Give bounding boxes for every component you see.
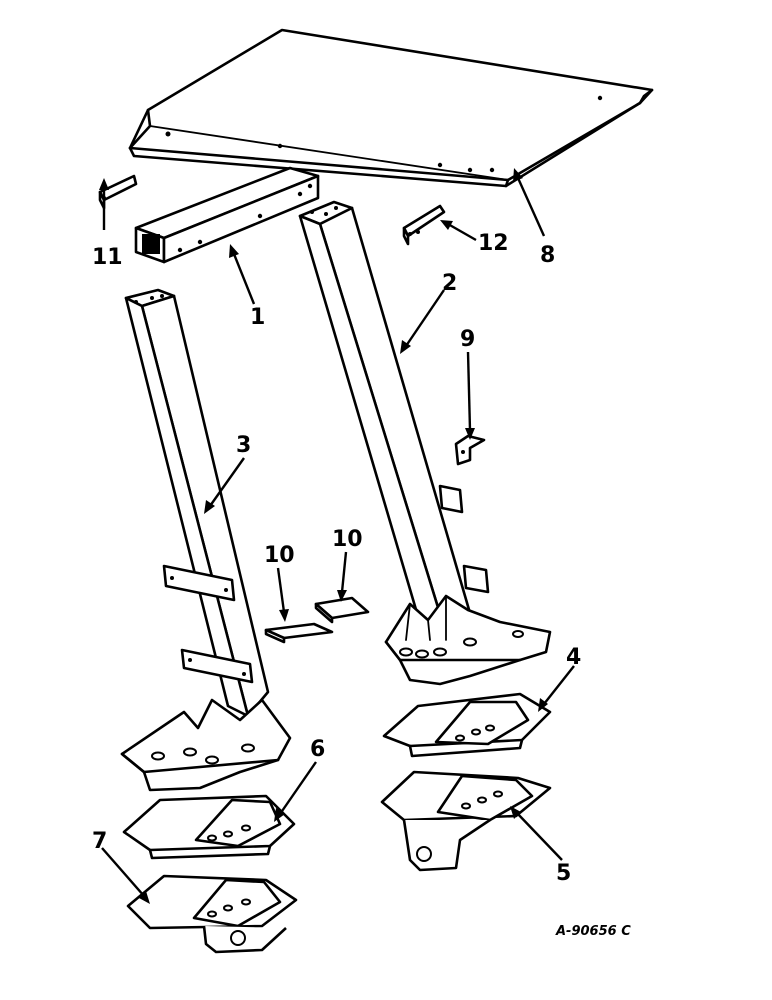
mount-base-upper-right [382, 692, 552, 758]
leader-arrows [99, 168, 575, 904]
shim-plate-right [314, 596, 370, 624]
callout-10-right: 10 [332, 527, 363, 552]
callout-9: 9 [460, 327, 475, 352]
bracket-small-left [98, 174, 138, 210]
callout-5: 5 [556, 861, 571, 886]
callout-10-left: 10 [264, 543, 295, 568]
bracket-small-right [402, 204, 446, 246]
callout-labels: 11 1 12 8 2 9 3 10 10 4 5 6 7 A-90656 C [92, 231, 631, 939]
callout-4: 4 [566, 645, 581, 670]
drawing-code: A-90656 C [555, 924, 631, 939]
callout-6: 6 [310, 737, 325, 762]
shim-plate-left [264, 622, 334, 644]
canopy-top [128, 28, 654, 188]
callout-12: 12 [478, 231, 509, 256]
mount-base-lower-right [380, 770, 552, 872]
callout-7: 7 [92, 829, 107, 854]
callout-11: 11 [92, 245, 123, 270]
callout-2: 2 [442, 271, 457, 296]
callout-8: 8 [540, 243, 555, 268]
right-post [298, 200, 552, 686]
mount-base-lower-left [126, 874, 298, 954]
callout-3: 3 [236, 433, 251, 458]
left-post [120, 288, 292, 792]
mount-base-upper-left [122, 794, 296, 860]
small-clip [454, 434, 486, 466]
callout-1: 1 [250, 305, 265, 330]
crossbar [134, 166, 320, 264]
